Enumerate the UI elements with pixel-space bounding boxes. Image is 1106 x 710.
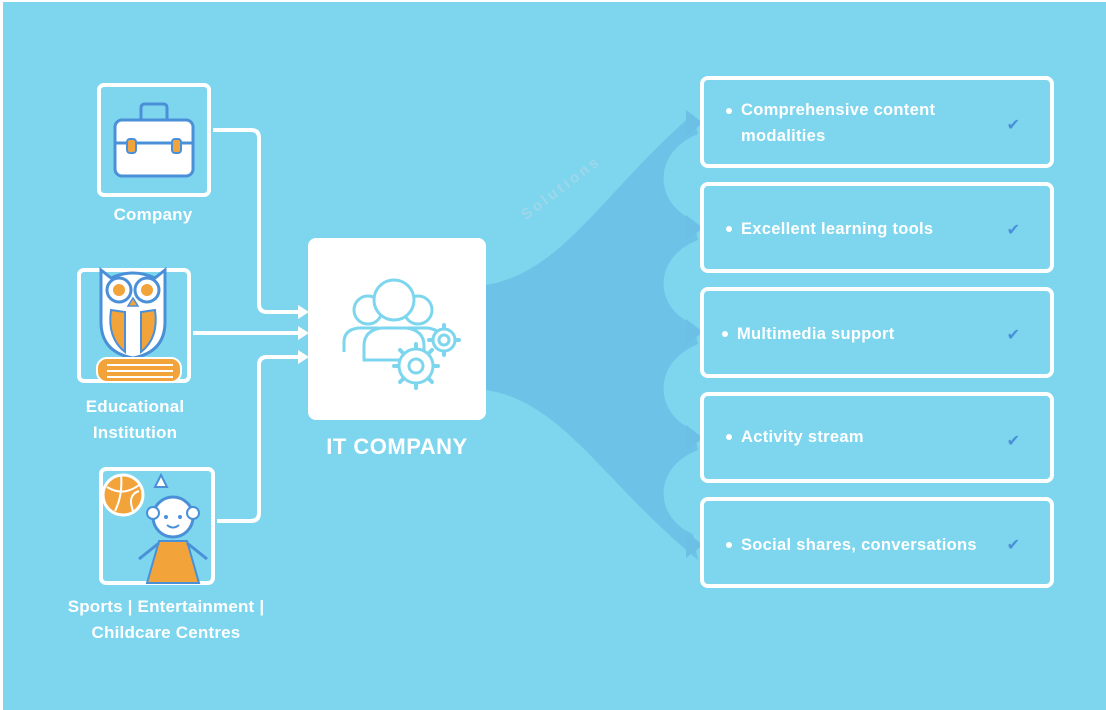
stream-arrow-4 (686, 425, 703, 451)
solution-text: Comprehensive content modalities (741, 101, 936, 145)
bullet-icon (726, 434, 732, 440)
stream-arrow-3 (686, 319, 703, 345)
solution-box-content-modalities: Comprehensive content modalities ✔ (700, 76, 1054, 168)
education-card (77, 266, 191, 383)
check-icon: ✔ (1006, 117, 1020, 134)
check-icon: ✔ (1006, 327, 1020, 344)
solutions-stream (486, 114, 698, 560)
connector-education-arrow (298, 326, 309, 340)
solution-box-multimedia: Multimedia support ✔ (700, 287, 1054, 378)
solution-text: Social shares, conversations (741, 536, 977, 554)
connector-company-arrow (298, 305, 309, 319)
it-company-label: IT COMPANY (326, 434, 468, 459)
check-icon: ✔ (1006, 537, 1020, 554)
stream-arrow-2 (686, 215, 703, 241)
girl-ball-icon (101, 472, 208, 584)
sports-label: Sports | Entertainment | Childcare Centr… (67, 597, 265, 642)
briefcase-icon (113, 102, 195, 178)
diagram-canvas: Company Educational Institution (3, 2, 1106, 710)
connector-sports-arrow (298, 350, 309, 364)
it-company-card (308, 238, 486, 420)
connector-company (213, 128, 299, 314)
owl-book-icon (96, 266, 182, 383)
stream-arrow-5 (686, 532, 703, 558)
company-card (97, 83, 211, 197)
solution-box-social-shares: Social shares, conversations ✔ (700, 497, 1054, 588)
solution-text: Multimedia support (737, 325, 895, 343)
check-icon: ✔ (1006, 222, 1020, 239)
stream-arrow-1 (686, 110, 703, 136)
connector-layer (193, 110, 703, 560)
solution-box-learning-tools: Excellent learning tools ✔ (700, 182, 1054, 273)
bullet-icon (722, 331, 728, 337)
bullet-icon (726, 108, 732, 114)
bullet-icon (726, 542, 732, 548)
connector-sports (217, 355, 299, 523)
solution-text: Excellent learning tools (741, 220, 934, 238)
sports-card (99, 467, 215, 585)
company-label: Company (113, 205, 193, 224)
solution-box-activity-stream: Activity stream ✔ (700, 392, 1054, 483)
team-gears-icon (342, 278, 461, 390)
solution-text: Activity stream (741, 428, 864, 446)
check-icon: ✔ (1006, 433, 1020, 450)
education-label: Educational Institution (85, 397, 185, 442)
bullet-icon (726, 226, 732, 232)
